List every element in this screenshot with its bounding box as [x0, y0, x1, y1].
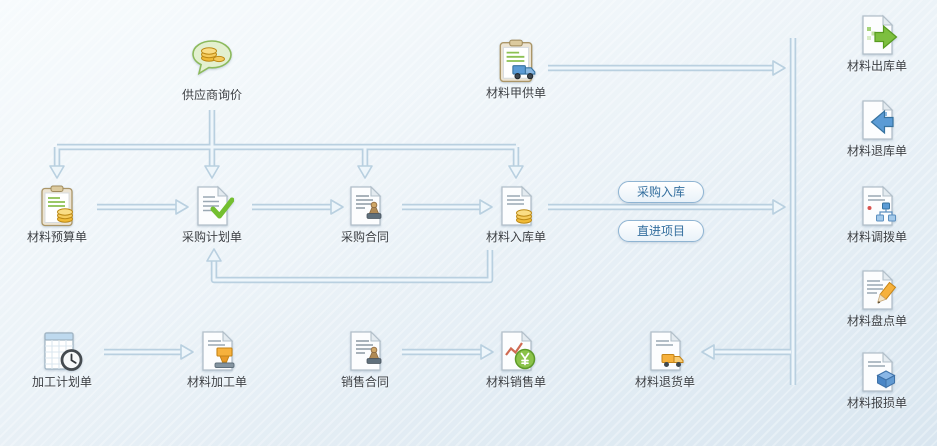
document-pencil-icon: [831, 268, 923, 312]
document-stamp-icon: [319, 329, 411, 373]
clipboard-truck-icon: [470, 38, 562, 84]
node-label: 材料甲供单: [485, 86, 546, 100]
node-material-budget[interactable]: 材料预算单: [11, 184, 103, 244]
node-label: 销售合同: [340, 375, 389, 389]
arrowhead-right-icon: [479, 199, 493, 215]
node-label: 采购合同: [340, 230, 389, 244]
arrowhead-down-icon: [49, 165, 65, 179]
clipboard-coins-icon: [11, 184, 103, 228]
document-arrow-out-icon: [831, 13, 923, 57]
arrowhead-left-icon: [701, 344, 715, 360]
node-label: 材料出库单: [846, 59, 907, 73]
node-material-outbound[interactable]: 材料出库单: [831, 13, 923, 73]
document-coins-icon: [470, 184, 562, 228]
arrowhead-right-icon: [330, 199, 344, 215]
arrowhead-right-icon: [180, 344, 194, 360]
node-label: 供应商询价: [181, 88, 242, 102]
node-processing-plan[interactable]: 加工计划单: [16, 329, 108, 389]
node-sales-contract[interactable]: 销售合同: [319, 329, 411, 389]
document-truck-icon: [619, 329, 711, 373]
node-material-inbound[interactable]: 材料入库单: [470, 184, 562, 244]
direct-project-pill[interactable]: 直进项目: [618, 220, 704, 242]
node-label: 材料销售单: [485, 375, 546, 389]
arrowhead-up-icon: [206, 248, 222, 262]
node-label: 材料入库单: [485, 230, 546, 244]
document-check-icon: [166, 184, 258, 228]
node-material-return-store[interactable]: 材料退库单: [831, 98, 923, 158]
arrowhead-down-icon: [508, 165, 524, 179]
node-material-transfer[interactable]: 材料调拨单: [831, 184, 923, 244]
node-purchase-plan[interactable]: 采购计划单: [166, 184, 258, 244]
arrowhead-right-icon: [480, 344, 494, 360]
arrowhead-right-icon: [772, 199, 786, 215]
arrowhead-right-icon: [772, 60, 786, 76]
node-material-damage[interactable]: 材料报损单: [831, 350, 923, 410]
node-label: 采购计划单: [181, 230, 242, 244]
node-material-return-goods[interactable]: 材料退货单: [619, 329, 711, 389]
node-label: 材料预算单: [26, 230, 87, 244]
document-arrow-in-icon: [831, 98, 923, 142]
document-transfer-icon: [831, 184, 923, 228]
node-label: 材料盘点单: [846, 314, 907, 328]
document-box-icon: [831, 350, 923, 394]
node-label: 材料报损单: [846, 396, 907, 410]
document-machine-icon: [171, 329, 263, 373]
speech-bubble-coins-icon: [166, 34, 258, 86]
spreadsheet-clock-icon: [16, 329, 108, 373]
node-label: 材料退货单: [634, 375, 695, 389]
node-purchase-contract[interactable]: 采购合同: [319, 184, 411, 244]
document-yuan-chart-icon: [470, 329, 562, 373]
arrowhead-down-icon: [204, 165, 220, 179]
node-label: 加工计划单: [31, 375, 92, 389]
arrowhead-right-icon: [175, 199, 189, 215]
node-label: 材料加工单: [186, 375, 247, 389]
node-label: 材料退库单: [846, 144, 907, 158]
arrowhead-down-icon: [357, 165, 373, 179]
node-material-processing[interactable]: 材料加工单: [171, 329, 263, 389]
node-material-stocktake[interactable]: 材料盘点单: [831, 268, 923, 328]
document-stamp-icon: [319, 184, 411, 228]
node-material-owner-supply[interactable]: 材料甲供单: [470, 38, 562, 100]
node-material-sales[interactable]: 材料销售单: [470, 329, 562, 389]
node-supplier-inquiry[interactable]: 供应商询价: [166, 34, 258, 102]
purchase-inbound-pill[interactable]: 采购入库: [618, 181, 704, 203]
node-label: 材料调拨单: [846, 230, 907, 244]
